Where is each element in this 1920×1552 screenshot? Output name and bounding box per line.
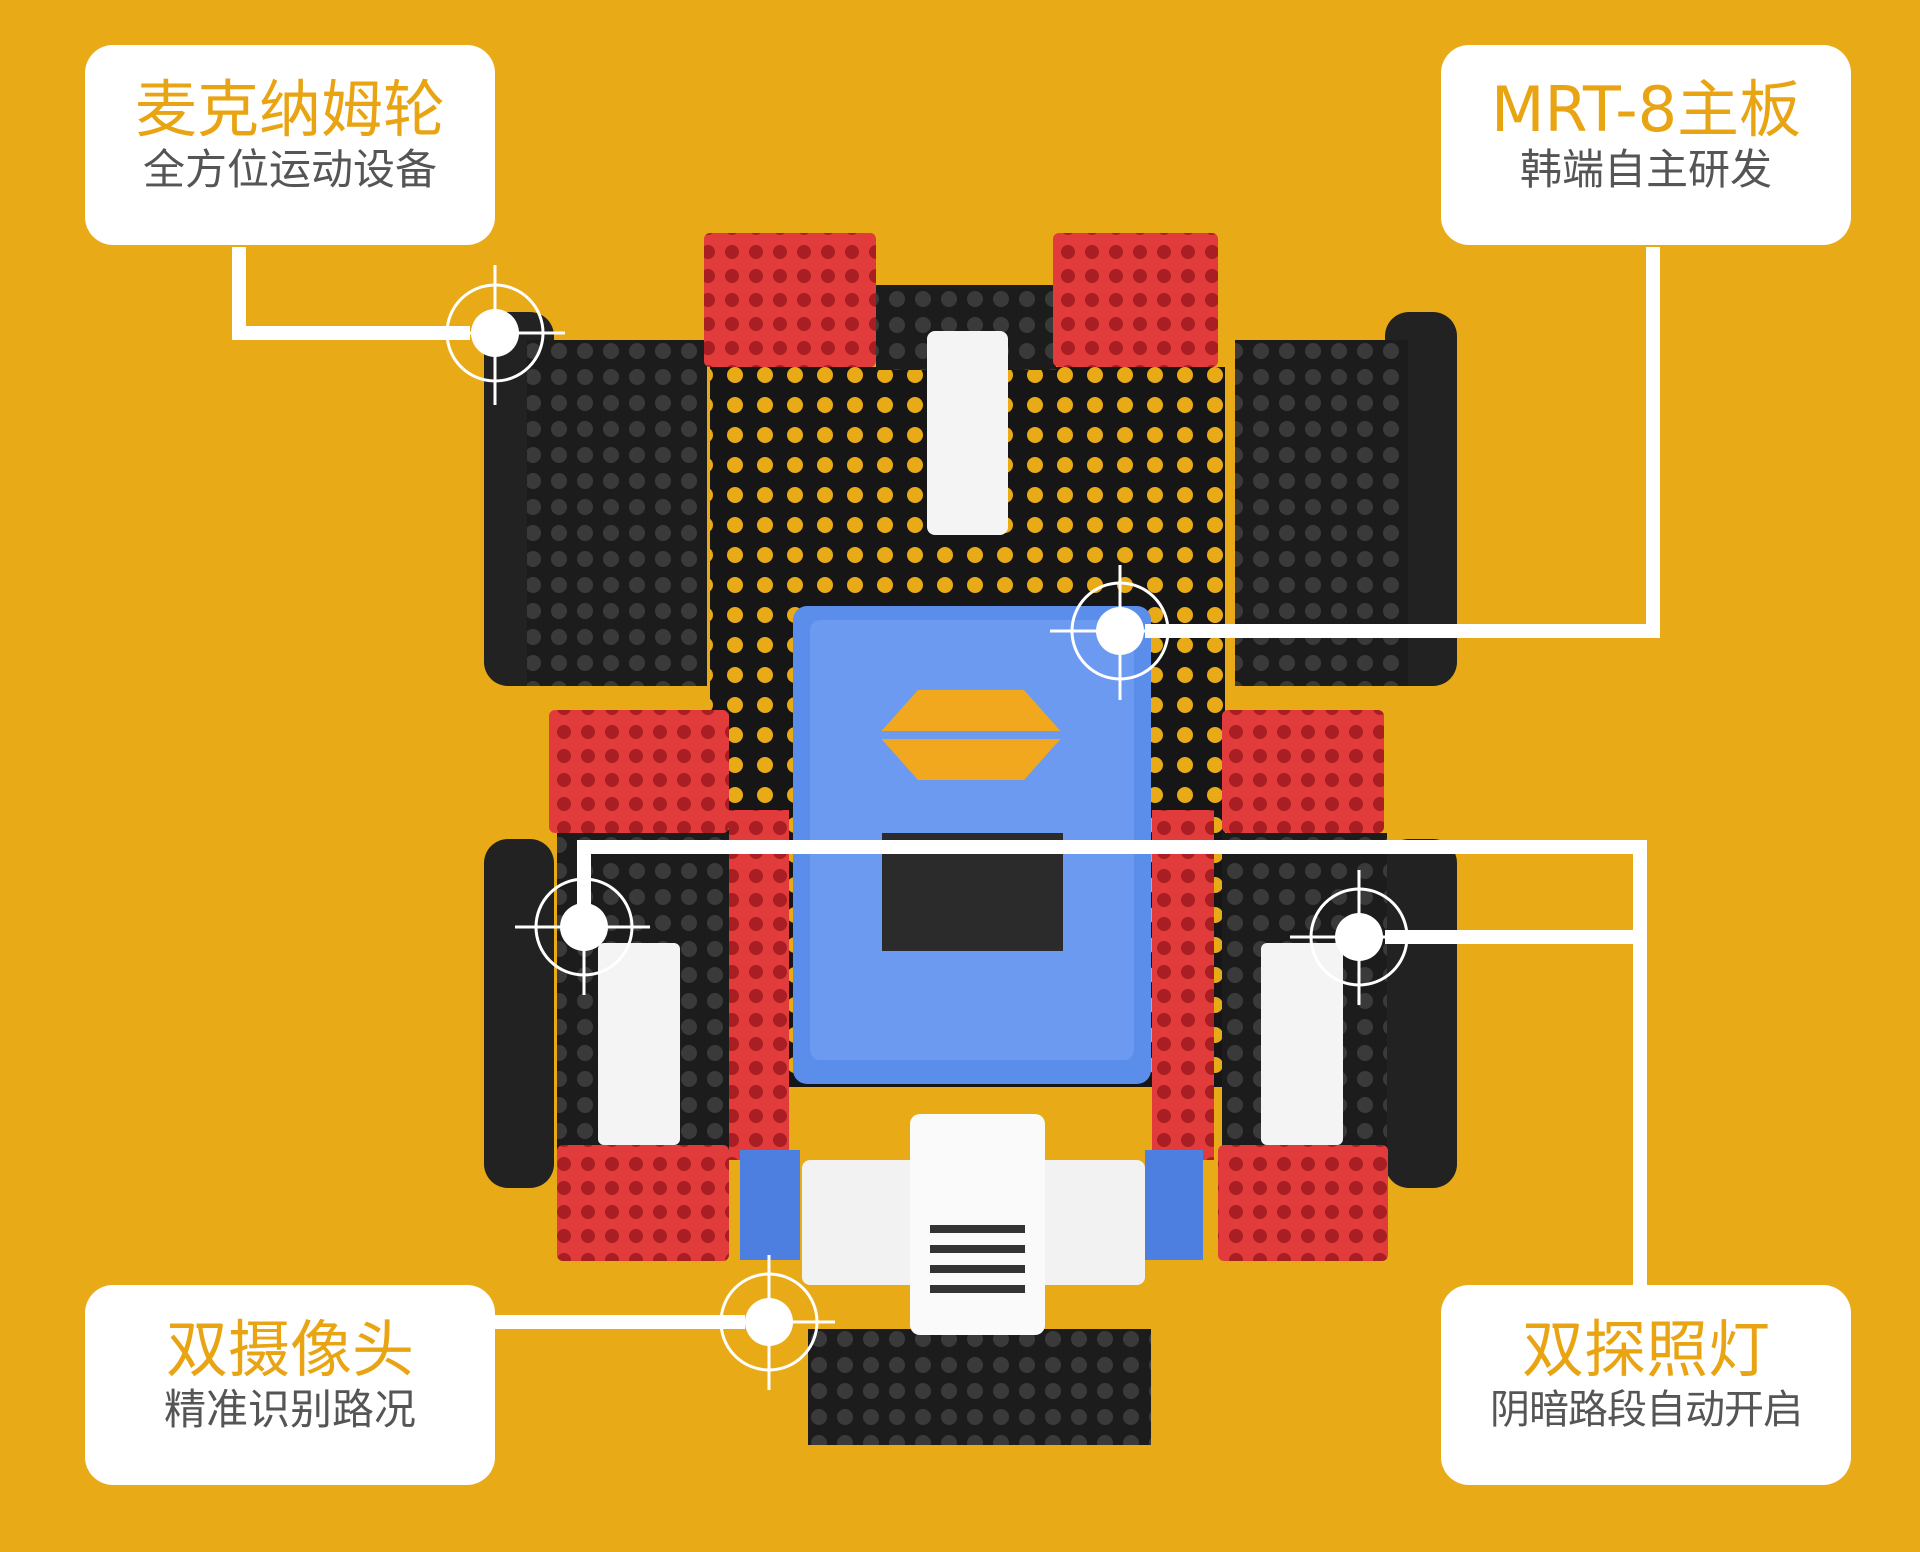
wheel-rear-left	[484, 839, 554, 1188]
callout-title: MRT-8主板	[1490, 73, 1802, 146]
crosshair-icon	[700, 1255, 835, 1390]
crosshair-icon	[435, 265, 565, 405]
callout-dual-camera: 双摄像头 精准识别路况	[85, 1285, 495, 1485]
callout-dual-lights: 双探照灯 阴暗路段自动开启	[1441, 1285, 1851, 1485]
callout-subtitle: 全方位运动设备	[142, 145, 437, 194]
blue-bracket	[740, 1150, 800, 1260]
wheel-rear-right	[1385, 839, 1457, 1188]
blue-bracket	[1145, 1150, 1203, 1260]
light-module-right	[1261, 943, 1343, 1145]
white-module	[927, 331, 1008, 535]
side-plate-left	[527, 340, 707, 686]
bottom-plate	[808, 1329, 1151, 1445]
callout-title: 麦克纳姆轮	[134, 73, 445, 146]
red-beam	[1152, 810, 1214, 1160]
callout-subtitle: 韩端自主研发	[1519, 145, 1772, 194]
callout-subtitle: 精准识别路况	[163, 1385, 416, 1434]
callout-mainboard: MRT-8主板 韩端自主研发	[1441, 45, 1851, 245]
red-block	[1053, 233, 1218, 367]
callout-mecanum-wheel: 麦克纳姆轮 全方位运动设备	[85, 45, 495, 245]
camera-unit	[802, 1114, 1145, 1335]
red-block	[1222, 710, 1384, 833]
callout-title: 双摄像头	[165, 1313, 414, 1386]
red-block	[704, 233, 876, 367]
callout-subtitle: 阴暗路段自动开启	[1490, 1387, 1803, 1433]
callout-title: 双探照灯	[1521, 1313, 1770, 1386]
crosshair-markers	[435, 265, 1425, 1390]
crosshair-icon	[515, 860, 650, 995]
crosshair-icon	[1050, 565, 1180, 700]
crosshair-icon	[1290, 870, 1425, 1005]
red-block	[557, 1145, 729, 1261]
red-beam	[729, 810, 789, 1160]
red-block	[549, 710, 729, 833]
light-module-left	[598, 943, 680, 1145]
red-block	[1218, 1145, 1388, 1261]
